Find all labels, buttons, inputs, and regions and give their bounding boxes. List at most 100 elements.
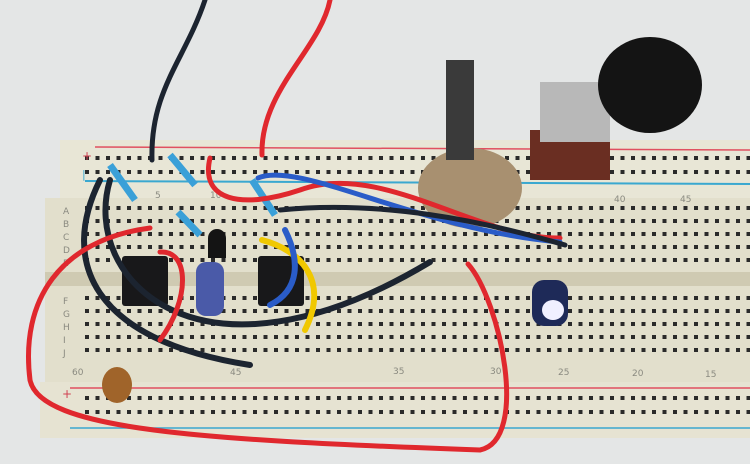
- breadboard-hole: [421, 232, 425, 236]
- breadboard-hole: [137, 219, 142, 223]
- breadboard-hole: [746, 245, 750, 249]
- breadboard-hole: [337, 396, 341, 400]
- breadboard-hole: [673, 335, 677, 339]
- breadboard-hole: [158, 322, 163, 326]
- breadboard-hole: [473, 322, 478, 326]
- breadboard-hole: [295, 156, 299, 160]
- breadboard-hole: [106, 245, 110, 249]
- breadboard-hole: [85, 348, 89, 352]
- breadboard-hole: [610, 232, 614, 236]
- breadboard-hole: [704, 296, 709, 300]
- breadboard-hole: [610, 309, 614, 313]
- breadboard-hole: [400, 170, 404, 174]
- breadboard-hole: [431, 245, 436, 249]
- breadboard-hole: [442, 335, 446, 339]
- breadboard-hole: [568, 258, 572, 262]
- breadboard-hole: [589, 232, 593, 236]
- breadboard-hole: [410, 309, 415, 313]
- breadboard-hole: [673, 258, 677, 262]
- capacitor-highlight: [542, 300, 564, 320]
- breadboard-hole: [725, 219, 730, 223]
- breadboard-hole: [694, 410, 698, 414]
- row-letter: A: [63, 207, 70, 217]
- breadboard-hole: [505, 322, 509, 326]
- breadboard-hole: [673, 156, 677, 160]
- breadboard-hole: [179, 410, 184, 414]
- breadboard-hole: [200, 348, 205, 352]
- breadboard-hole: [421, 219, 425, 223]
- breadboard-hole: [725, 309, 730, 313]
- breadboard-hole: [536, 410, 541, 414]
- breadboard-hole: [326, 219, 331, 223]
- breadboard-hole: [568, 245, 572, 249]
- breadboard-hole: [557, 219, 562, 223]
- breadboard-hole: [410, 170, 415, 174]
- breadboard-hole: [484, 309, 488, 313]
- breadboard-hole: [179, 156, 184, 160]
- breadboard-hole: [704, 410, 709, 414]
- breadboard-hole: [725, 258, 730, 262]
- breadboard-hole: [326, 170, 331, 174]
- breadboard-hole: [274, 219, 278, 223]
- red-rail-line: [94, 146, 750, 151]
- breadboard-hole: [410, 396, 415, 400]
- breadboard-hole: [505, 219, 509, 223]
- breadboard-hole: [400, 396, 404, 400]
- col-label: 60: [72, 368, 84, 378]
- breadboard-hole: [368, 156, 373, 160]
- breadboard-hole: [337, 335, 341, 339]
- breadboard-hole: [694, 322, 698, 326]
- breadboard-hole: [568, 232, 572, 236]
- breadboard-hole: [536, 396, 541, 400]
- breadboard-hole: [683, 245, 688, 249]
- breadboard-hole: [736, 258, 740, 262]
- breadboard-hole: [694, 309, 698, 313]
- breadboard-hole: [232, 296, 236, 300]
- breadboard-hole: [631, 219, 635, 223]
- breadboard-hole: [568, 309, 572, 313]
- breadboard-hole: [431, 348, 436, 352]
- breadboard-hole: [263, 170, 268, 174]
- breadboard-hole: [599, 258, 604, 262]
- breadboard-hole: [557, 258, 562, 262]
- breadboard-hole: [578, 410, 583, 414]
- breadboard-hole: [568, 322, 572, 326]
- black-wire: [102, 177, 433, 328]
- breadboard-hole: [683, 322, 688, 326]
- breadboard-hole: [463, 245, 467, 249]
- breadboard-hole: [421, 156, 425, 160]
- breadboard-hole: [116, 348, 121, 352]
- breadboard-hole: [169, 245, 173, 249]
- breadboard-hole: [85, 309, 89, 313]
- breadboard-hole: [410, 348, 415, 352]
- breadboard-hole: [715, 258, 719, 262]
- breadboard-hole: [326, 348, 331, 352]
- breadboard-hole: [715, 396, 719, 400]
- black-wire: [277, 204, 568, 248]
- breadboard-hole: [284, 410, 289, 414]
- breadboard-hole: [620, 232, 625, 236]
- breadboard-hole: [253, 410, 257, 414]
- row-letter: J: [62, 349, 66, 359]
- breadboard-hole: [557, 410, 562, 414]
- breadboard-hole: [148, 206, 152, 210]
- breadboard-hole: [641, 245, 646, 249]
- breadboard-hole: [736, 410, 740, 414]
- breadboard-hole: [652, 258, 656, 262]
- breadboard-hole: [620, 296, 625, 300]
- breadboard-hole: [358, 232, 362, 236]
- breadboard-hole: [95, 219, 100, 223]
- breadboard-hole: [253, 232, 257, 236]
- breadboard-hole: [652, 335, 656, 339]
- breadboard-hole: [589, 206, 593, 210]
- breadboard-hole: [106, 170, 110, 174]
- breadboard-hole: [515, 258, 520, 262]
- breadboard-hole: [641, 309, 646, 313]
- breadboard-hole: [127, 206, 131, 210]
- breadboard-hole: [526, 322, 530, 326]
- breadboard-hole: [284, 170, 289, 174]
- breadboard-hole: [169, 335, 173, 339]
- breadboard-hole: [158, 245, 163, 249]
